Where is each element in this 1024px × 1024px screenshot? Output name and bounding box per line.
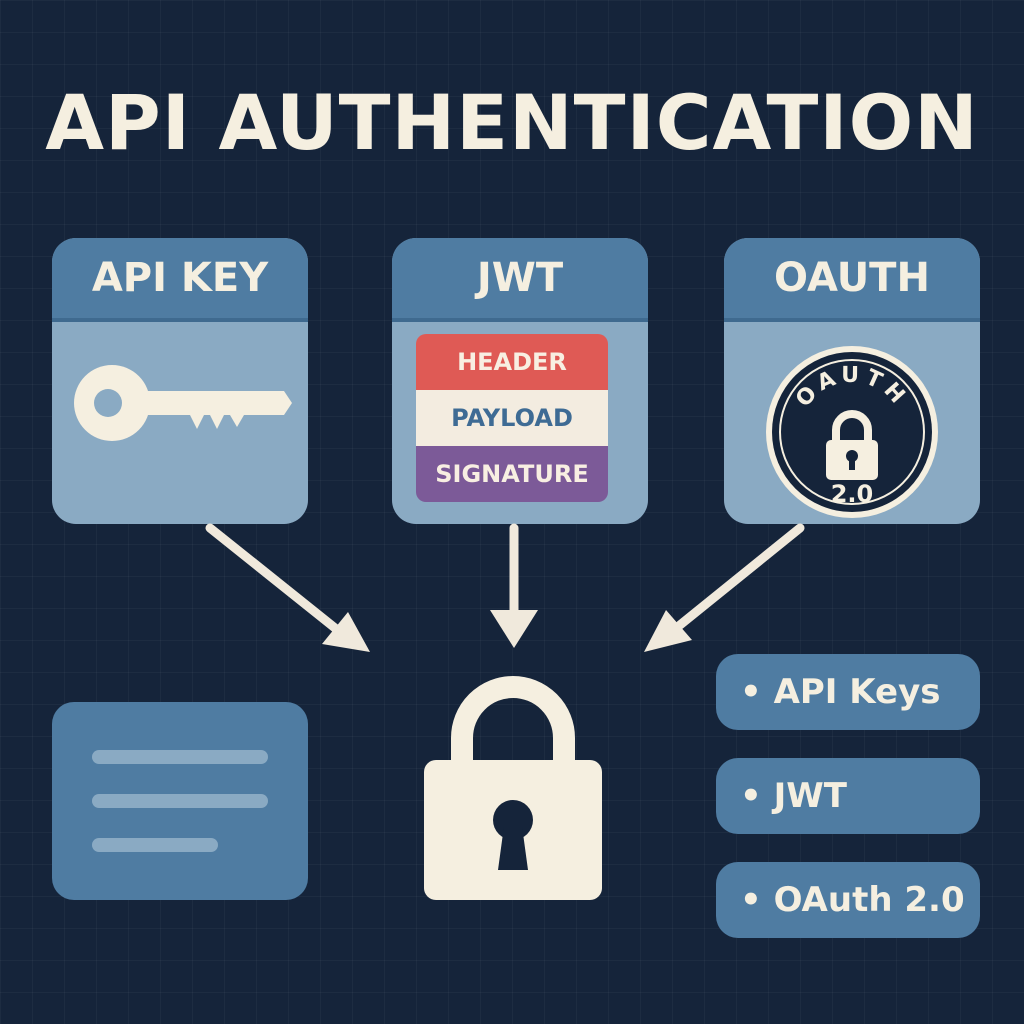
jwt-card: JWT HEADER PAYLOAD SIGNATURE	[392, 238, 648, 524]
document-line	[92, 838, 218, 852]
oauth-card-title: OAUTH	[724, 238, 980, 322]
summary-item-jwt: • JWT	[716, 758, 980, 834]
padlock-icon	[826, 410, 878, 480]
document-line	[92, 750, 268, 764]
arrow-api-key-head	[322, 612, 370, 652]
jwt-card-title: JWT	[392, 238, 648, 322]
api-key-card: API KEY	[52, 238, 308, 524]
jwt-structure: HEADER PAYLOAD SIGNATURE	[416, 334, 608, 502]
key-icon	[74, 365, 292, 441]
jwt-signature-segment: SIGNATURE	[416, 446, 608, 502]
document-line	[92, 794, 268, 808]
arrow-api-key	[205, 523, 340, 633]
jwt-payload-segment: PAYLOAD	[416, 390, 608, 446]
oauth-card: OAUTH OAUTH 2.0	[724, 238, 980, 524]
page-title: API AUTHENTICATION	[45, 78, 979, 167]
summary-item-label: • API Keys	[740, 672, 941, 712]
oauth-badge: OAUTH 2.0	[766, 346, 938, 518]
central-padlock-icon	[424, 676, 602, 900]
api-key-card-title: API KEY	[52, 238, 308, 322]
jwt-header-segment: HEADER	[416, 334, 608, 390]
summary-item-api-keys: • API Keys	[716, 654, 980, 730]
oauth-badge-version: 2.0	[831, 480, 874, 508]
arrow-oauth-head	[644, 610, 692, 652]
arrow-jwt-head	[490, 610, 538, 648]
summary-item-label: • JWT	[740, 776, 847, 816]
arrow-oauth	[675, 523, 805, 630]
document-card	[52, 702, 308, 900]
summary-item-oauth: • OAuth 2.0	[716, 862, 980, 938]
summary-item-label: • OAuth 2.0	[740, 880, 965, 920]
